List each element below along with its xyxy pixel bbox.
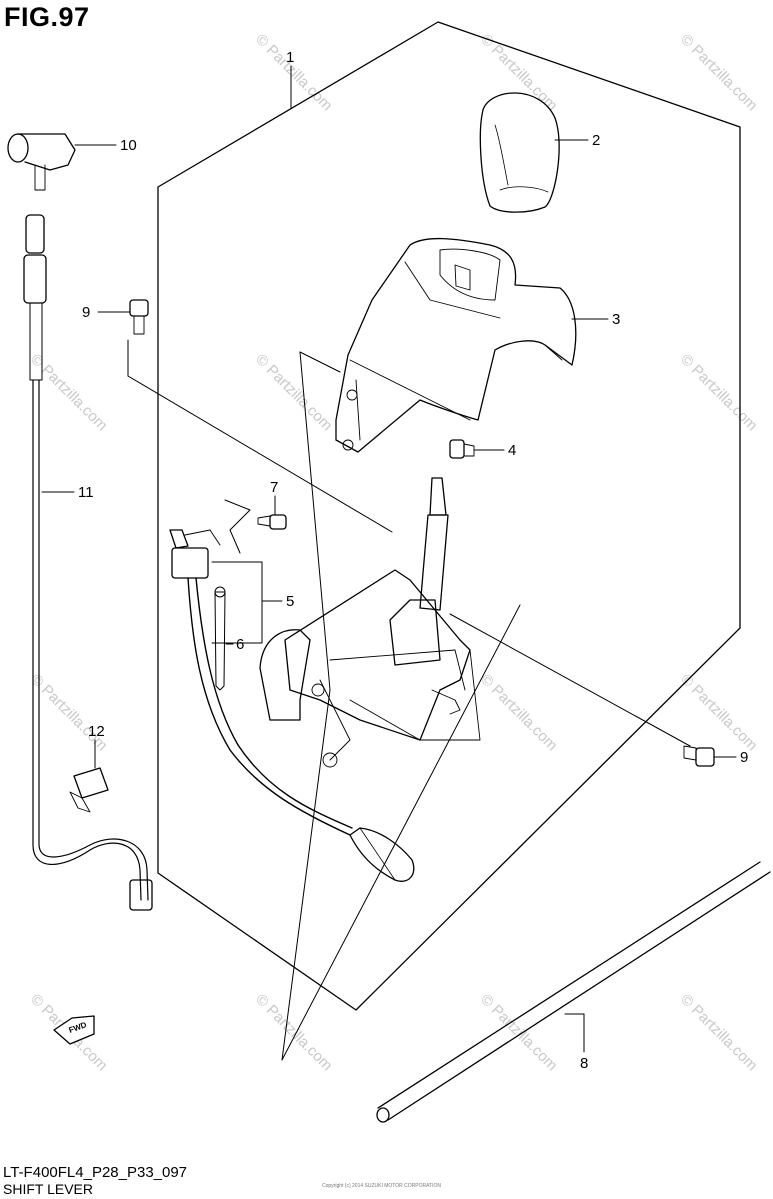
callout-6: 6 (236, 636, 244, 653)
bolt-9-right (683, 745, 715, 767)
assembly-outline (157, 21, 741, 1011)
shift-knob (479, 92, 560, 213)
guide-line (281, 604, 521, 1061)
exploded-guide-lines (281, 351, 331, 1061)
model-code: LT-F400FL4_P28_P33_097 (3, 1164, 188, 1181)
screw-7 (257, 514, 287, 530)
clamp-12 (69, 767, 109, 813)
rod-8 (376, 861, 771, 1123)
cable-11 (23, 214, 153, 911)
callout-1: 1 (286, 49, 294, 66)
watermark: © Partzilla.com (27, 351, 110, 434)
bolt-9-top (129, 299, 149, 335)
watermarks: © Partzilla.com © Partzilla.com © Partzi… (27, 31, 760, 1074)
watermark: © Partzilla.com (477, 31, 560, 114)
figure-label: FIG.97 (4, 2, 90, 32)
shift-lever-housing (259, 477, 481, 768)
neutral-switch (169, 529, 415, 882)
forward-arrow: FWD (53, 1015, 95, 1045)
callout-9-top: 9 (82, 304, 90, 321)
connector-10 (7, 133, 76, 191)
bolt-4 (449, 439, 475, 459)
watermark: © Partzilla.com (252, 31, 335, 114)
watermark: © Partzilla.com (27, 671, 110, 754)
watermark: © Partzilla.com (677, 991, 760, 1074)
watermark: © Partzilla.com (677, 31, 760, 114)
guide-line (224, 499, 251, 554)
callout-11: 11 (78, 484, 94, 501)
callout-3: 3 (612, 311, 620, 328)
watermark: © Partzilla.com (252, 991, 335, 1074)
guide-line (127, 375, 393, 533)
guide-line (449, 613, 691, 747)
copyright-text: Copyright (c) 2014 SUZUKI MOTOR CORPORAT… (322, 1183, 442, 1189)
guide-line (299, 351, 341, 373)
callout-9-right: 9 (740, 749, 748, 766)
watermark: © Partzilla.com (677, 351, 760, 434)
callout-12: 12 (88, 723, 105, 740)
callout-7: 7 (270, 479, 278, 496)
watermark: © Partzilla.com (677, 671, 760, 754)
watermark: © Partzilla.com (477, 991, 560, 1074)
callout-2: 2 (592, 132, 600, 149)
cable-tie (214, 586, 226, 691)
shift-lever-cover (335, 237, 577, 453)
callout-10: 10 (120, 137, 137, 154)
callout-5: 5 (286, 593, 294, 610)
section-name: SHIFT LEVER (3, 1181, 93, 1197)
callouts: 1 2 3 4 5 6 7 8 9 9 10 11 12 (41, 49, 748, 1072)
watermark: © Partzilla.com (477, 671, 560, 754)
callout-4: 4 (508, 442, 516, 459)
callout-8: 8 (580, 1055, 588, 1072)
